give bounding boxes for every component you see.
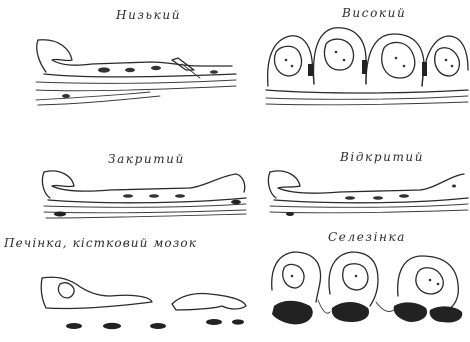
endothelium-types-figure: Низький Високий <box>0 0 470 342</box>
spleen-endothelium-drawing <box>0 0 470 342</box>
panel-spleen-endothelium: Селезінка <box>0 0 470 342</box>
